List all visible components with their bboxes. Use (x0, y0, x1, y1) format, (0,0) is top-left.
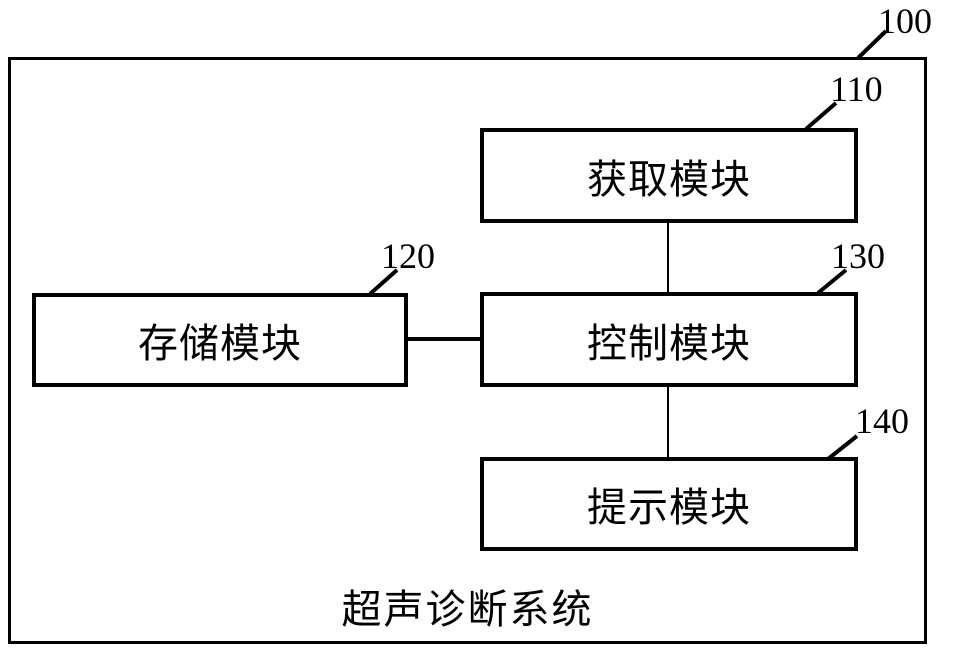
ref-label-130: 130 (831, 236, 885, 276)
module-box-acquisition: 获取模块 (480, 128, 858, 223)
module-label-acquisition: 获取模块 (587, 156, 751, 202)
module-box-prompt: 提示模块 (480, 457, 858, 551)
module-box-control: 控制模块 (480, 292, 858, 387)
ref-label-140: 140 (855, 401, 909, 441)
system-outer-box (8, 57, 927, 644)
connector-storage-control (406, 337, 482, 341)
connector-acquisition-control (667, 221, 669, 294)
module-label-prompt: 提示模块 (587, 485, 751, 530)
module-label-storage: 存储模块 (138, 321, 302, 366)
ref-label-120: 120 (381, 236, 435, 276)
module-label-control: 控制模块 (587, 320, 751, 366)
ref-label-100: 100 (878, 1, 932, 41)
system-title: 超声诊断系统 (341, 587, 594, 632)
connector-control-prompt (667, 385, 669, 459)
module-box-storage: 存储模块 (32, 293, 408, 387)
ref-label-110: 110 (830, 69, 883, 109)
